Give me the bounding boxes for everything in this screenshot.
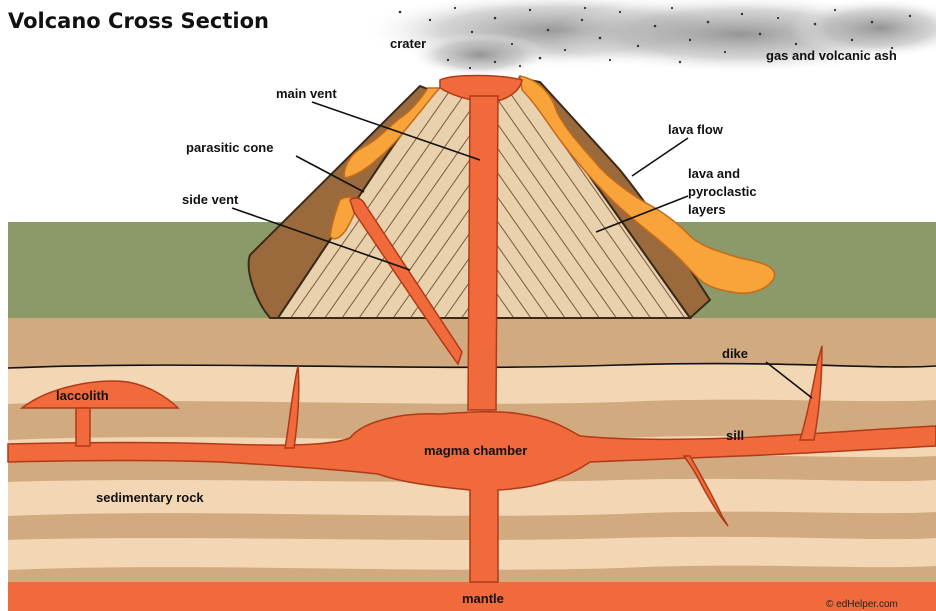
credit-text: © edHelper.com xyxy=(826,599,898,610)
diagram-title: Volcano Cross Section xyxy=(8,9,269,33)
label-sill: sill xyxy=(726,428,744,443)
label-lava-pyroclastic-1: lava and xyxy=(688,166,740,181)
label-sedimentary-rock: sedimentary rock xyxy=(96,490,204,505)
label-side-vent: side vent xyxy=(182,192,239,207)
label-laccolith: laccolith xyxy=(56,388,109,403)
label-main-vent: main vent xyxy=(276,86,337,101)
label-gas-ash: gas and volcanic ash xyxy=(766,48,897,63)
label-parasitic-cone: parasitic cone xyxy=(186,140,273,155)
label-magma-chamber: magma chamber xyxy=(424,443,527,458)
label-lava-pyroclastic-3: layers xyxy=(688,202,726,217)
label-dike: dike xyxy=(722,346,748,361)
ash-cloud xyxy=(360,0,936,77)
label-crater: crater xyxy=(390,36,426,51)
label-lava-flow: lava flow xyxy=(668,122,724,137)
label-mantle: mantle xyxy=(462,591,504,606)
label-lava-pyroclastic-2: pyroclastic xyxy=(688,184,757,199)
